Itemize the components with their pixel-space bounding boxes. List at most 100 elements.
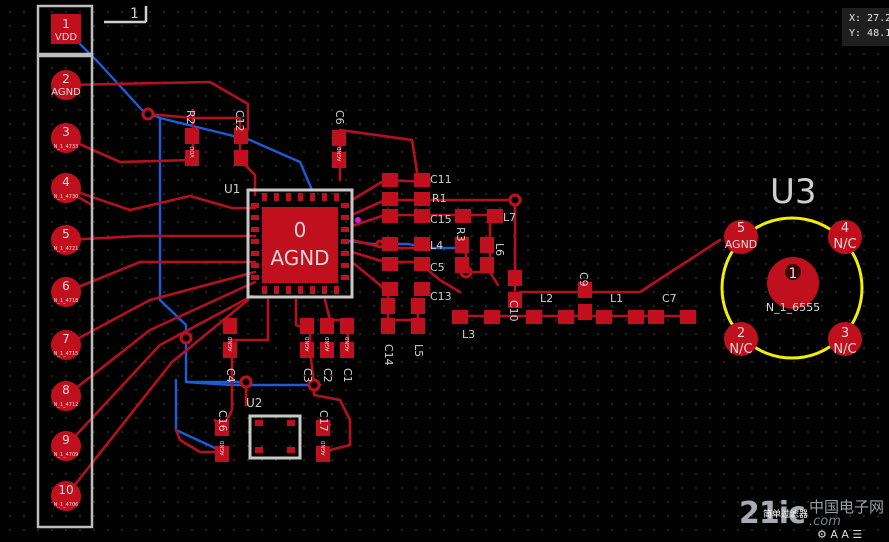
watermark: 21ic 中国电子网 .com 简单过滤器 ⚙ A A ☰ [733,492,889,542]
component-c9[interactable]: C9 [577,272,592,320]
pin-number: 10 [58,483,73,497]
u1-pad-net: AGND [270,246,329,270]
pad [382,237,398,251]
component-c5[interactable]: C5 [382,257,445,274]
u3-pad-2[interactable] [724,322,758,356]
connector-pin-6[interactable]: 6N_1_4718 [51,277,81,307]
component-c15[interactable]: C15 [382,209,452,226]
pin-number: 9 [62,433,70,447]
component-c12[interactable]: C12 [233,110,248,166]
u3-pad-3[interactable] [828,322,862,356]
pad [223,342,237,358]
pin-number: 6 [62,279,70,293]
component-c10[interactable]: C10 [507,270,522,322]
u1-pin [341,239,349,244]
component-l4[interactable]: L4 [382,237,443,252]
component-u2[interactable]: U2 [246,396,302,460]
watermark-domain: .com [809,514,841,529]
component-designator: C14 [382,344,395,366]
pad [332,152,346,168]
component-u1[interactable]: 0 AGND U1 [224,182,354,299]
connector-pin-3[interactable]: 3N_1_4733 [51,123,81,153]
pin-net: N_1_4712 [54,402,79,408]
u1-pin [251,227,259,232]
pad-net-label: AGND [321,440,327,455]
component-c7[interactable]: C7 [648,292,696,324]
component-designator: L4 [430,239,443,252]
pad [381,298,395,314]
u3-pad-2-net: N/C [729,342,752,357]
component-l2[interactable]: L2 [526,292,574,324]
u1-pin [298,286,303,294]
component-designator: R1 [432,192,447,205]
u1-pin [251,251,259,256]
pad [414,192,430,206]
component-l1[interactable]: L1 [596,292,644,324]
u1-pin [286,193,291,201]
pad [628,310,644,324]
connector-pin-7[interactable]: 7N_1_4715 [51,330,81,360]
u1-pin [274,193,279,201]
connector-pin-9[interactable]: 9N_1_4709 [51,431,81,461]
u3-pad-5[interactable] [724,220,758,254]
component-designator: C4 [224,368,237,383]
u3-pad-1[interactable] [767,257,819,309]
u3-pad-4[interactable] [828,220,862,254]
u1-pin [262,286,267,294]
u3-outline [720,216,864,360]
connector-pin-4[interactable]: 4N_1_4730 [51,173,81,203]
component-l7[interactable]: L7 [455,209,516,224]
component-designator: C7 [662,292,677,305]
connector-pin-8[interactable]: 8N_1_4712 [51,381,81,411]
u1-pin [322,193,327,201]
pad [455,209,471,223]
pad [480,257,494,273]
pad [332,130,346,146]
component-c11[interactable]: C11 [382,173,452,187]
u3-pad-4-num: 4 [841,221,849,236]
pad [234,150,248,166]
component-c14[interactable]: C14 [381,298,395,366]
component-c13[interactable]: C13 [382,282,452,303]
u3-pad-3-net: N/C [833,342,856,357]
watermark-logo: 21ic [739,496,806,531]
connector-pin-5[interactable]: 5N_1_4721 [51,225,81,255]
component-designator: R3 [454,227,467,242]
pin-net: N_1_4733 [54,144,79,150]
toolbar-icons[interactable]: ⚙ A A ☰ [817,528,863,541]
component-u3[interactable]: U3 1 N_1_6555 2 N/C 3 N/C 4 N/C 5 AGND [720,172,864,360]
component-r3[interactable]: R3 [454,227,469,273]
component-l6[interactable]: L6 [480,237,506,273]
pin-pad [51,70,81,100]
component-r1[interactable]: R1 [382,192,447,206]
u1-pin [334,286,339,294]
coord-y: Y: 48.10 [849,28,889,39]
pad-net-label: AGND [220,440,226,455]
component-l3[interactable]: L3 [452,310,500,341]
pad-net-label: AGND [325,336,331,351]
u1-pin [341,215,349,220]
pin-number: 4 [62,175,70,189]
component-designator: C1 [341,368,354,383]
pad [340,318,354,334]
u1-pad-number: 0 [294,218,307,242]
component-designator: C16 [216,410,229,432]
component-l5[interactable]: L5 [411,298,425,357]
pad [648,310,664,324]
pin-pad [51,431,81,461]
pin-net: N_1_4730 [54,194,79,200]
pin-header-connector[interactable]: 1 [36,4,148,529]
connector-pin-10[interactable]: 10N_1_4706 [51,481,81,511]
